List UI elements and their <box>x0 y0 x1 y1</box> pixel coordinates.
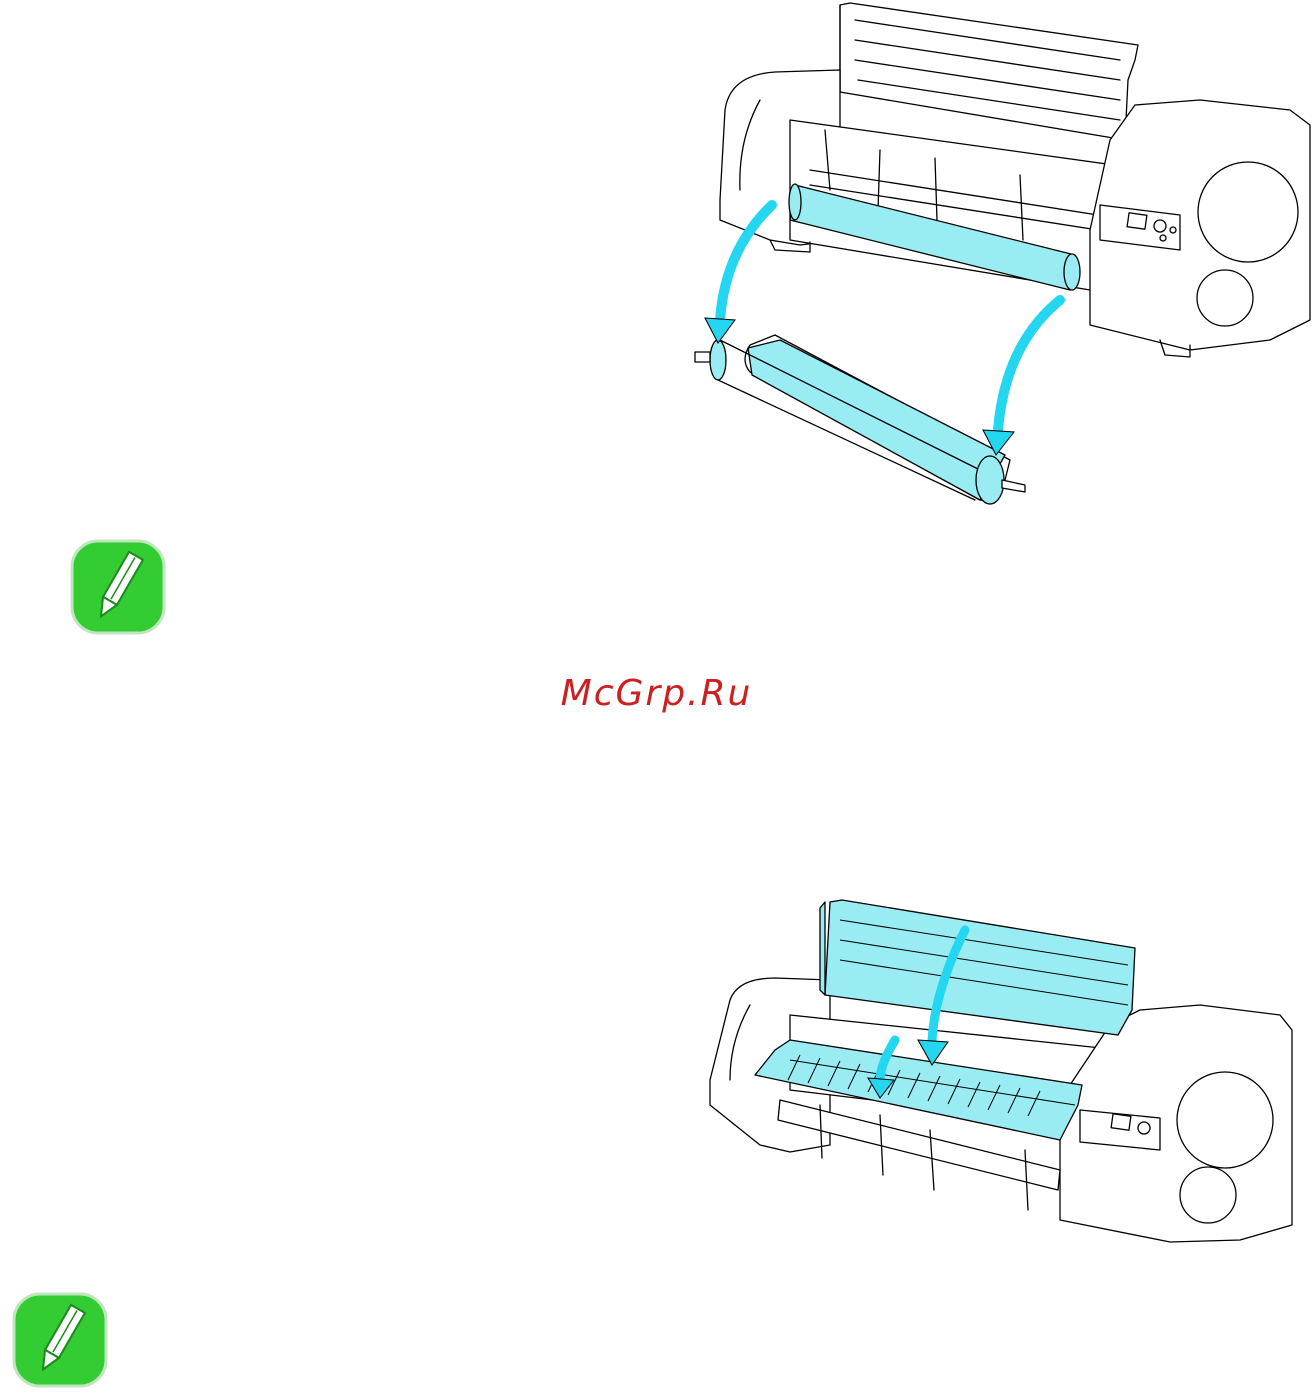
note-pencil-icon <box>68 537 168 637</box>
watermark-text: McGrp.Ru <box>0 673 1313 714</box>
note-pencil-icon <box>10 1290 110 1390</box>
roll-holder-removal-illustration <box>680 0 1313 525</box>
cover-closing-illustration <box>680 890 1313 1265</box>
